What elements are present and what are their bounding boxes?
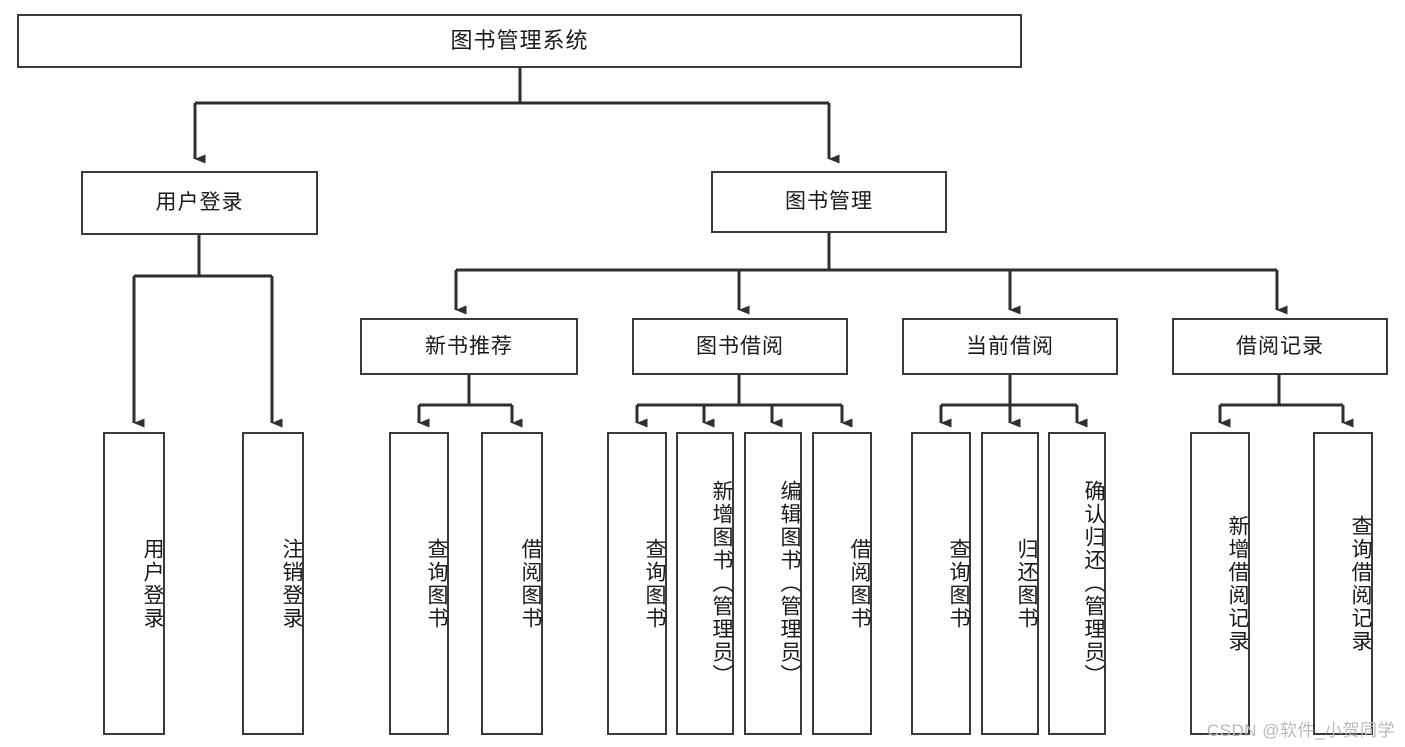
node-label: 新书推荐 <box>425 334 513 358</box>
node-label: 借阅图书 <box>519 537 542 630</box>
node-book-borrow[interactable]: 图书借阅 <box>632 318 848 375</box>
node-label: 用户登录 <box>141 537 164 630</box>
leaf-book-borrow-add-admin[interactable]: 新增图书（管理员） <box>676 432 734 735</box>
leaf-borrow-record-add[interactable]: 新增借阅记录 <box>1190 432 1250 735</box>
node-book-management[interactable]: 图书管理 <box>711 171 947 233</box>
leaf-user-login-logout[interactable]: 注销登录 <box>242 432 304 735</box>
node-label: 查询借阅记录 <box>1349 514 1372 653</box>
node-label: 查询图书 <box>947 537 970 630</box>
node-label: 编辑图书（管理员） <box>778 480 801 687</box>
node-label: 图书管理 <box>785 190 873 214</box>
leaf-book-borrow-edit-admin[interactable]: 编辑图书（管理员） <box>744 432 802 735</box>
node-label: 查询图书 <box>643 537 666 630</box>
node-label: 图书借阅 <box>696 334 784 358</box>
leaf-new-book-borrow[interactable]: 借阅图书 <box>481 432 543 735</box>
leaf-book-borrow-query[interactable]: 查询图书 <box>607 432 667 735</box>
node-new-book-recommend[interactable]: 新书推荐 <box>360 318 578 375</box>
node-borrow-record[interactable]: 借阅记录 <box>1172 318 1388 375</box>
leaf-user-login-login[interactable]: 用户登录 <box>103 432 165 735</box>
node-label: 新增图书（管理员） <box>710 480 733 687</box>
csdn-watermark: CSDN @软件_小贺同学 <box>1206 721 1395 740</box>
leaf-borrow-record-query[interactable]: 查询借阅记录 <box>1313 432 1373 735</box>
node-label: 注销登录 <box>280 537 303 630</box>
node-label: 图书管理系统 <box>450 27 589 53</box>
node-label: 用户登录 <box>155 191 244 215</box>
leaf-new-book-query[interactable]: 查询图书 <box>389 432 449 735</box>
node-user-login[interactable]: 用户登录 <box>81 171 318 235</box>
node-label: 当前借阅 <box>966 334 1054 358</box>
node-current-borrow[interactable]: 当前借阅 <box>902 318 1118 375</box>
node-root-book-management-system[interactable]: 图书管理系统 <box>17 14 1022 68</box>
node-label: 查询图书 <box>425 537 448 630</box>
leaf-current-borrow-confirm-return-admin[interactable]: 确认归还（管理员） <box>1048 432 1106 735</box>
node-label: 确认归还（管理员） <box>1082 480 1105 687</box>
leaf-book-borrow-borrow[interactable]: 借阅图书 <box>812 432 872 735</box>
leaf-current-borrow-query[interactable]: 查询图书 <box>911 432 971 735</box>
node-label: 借阅图书 <box>848 537 871 630</box>
node-label: 借阅记录 <box>1236 334 1324 358</box>
node-label: 新增借阅记录 <box>1226 514 1249 653</box>
leaf-current-borrow-return[interactable]: 归还图书 <box>981 432 1039 735</box>
node-label: 归还图书 <box>1015 537 1038 630</box>
